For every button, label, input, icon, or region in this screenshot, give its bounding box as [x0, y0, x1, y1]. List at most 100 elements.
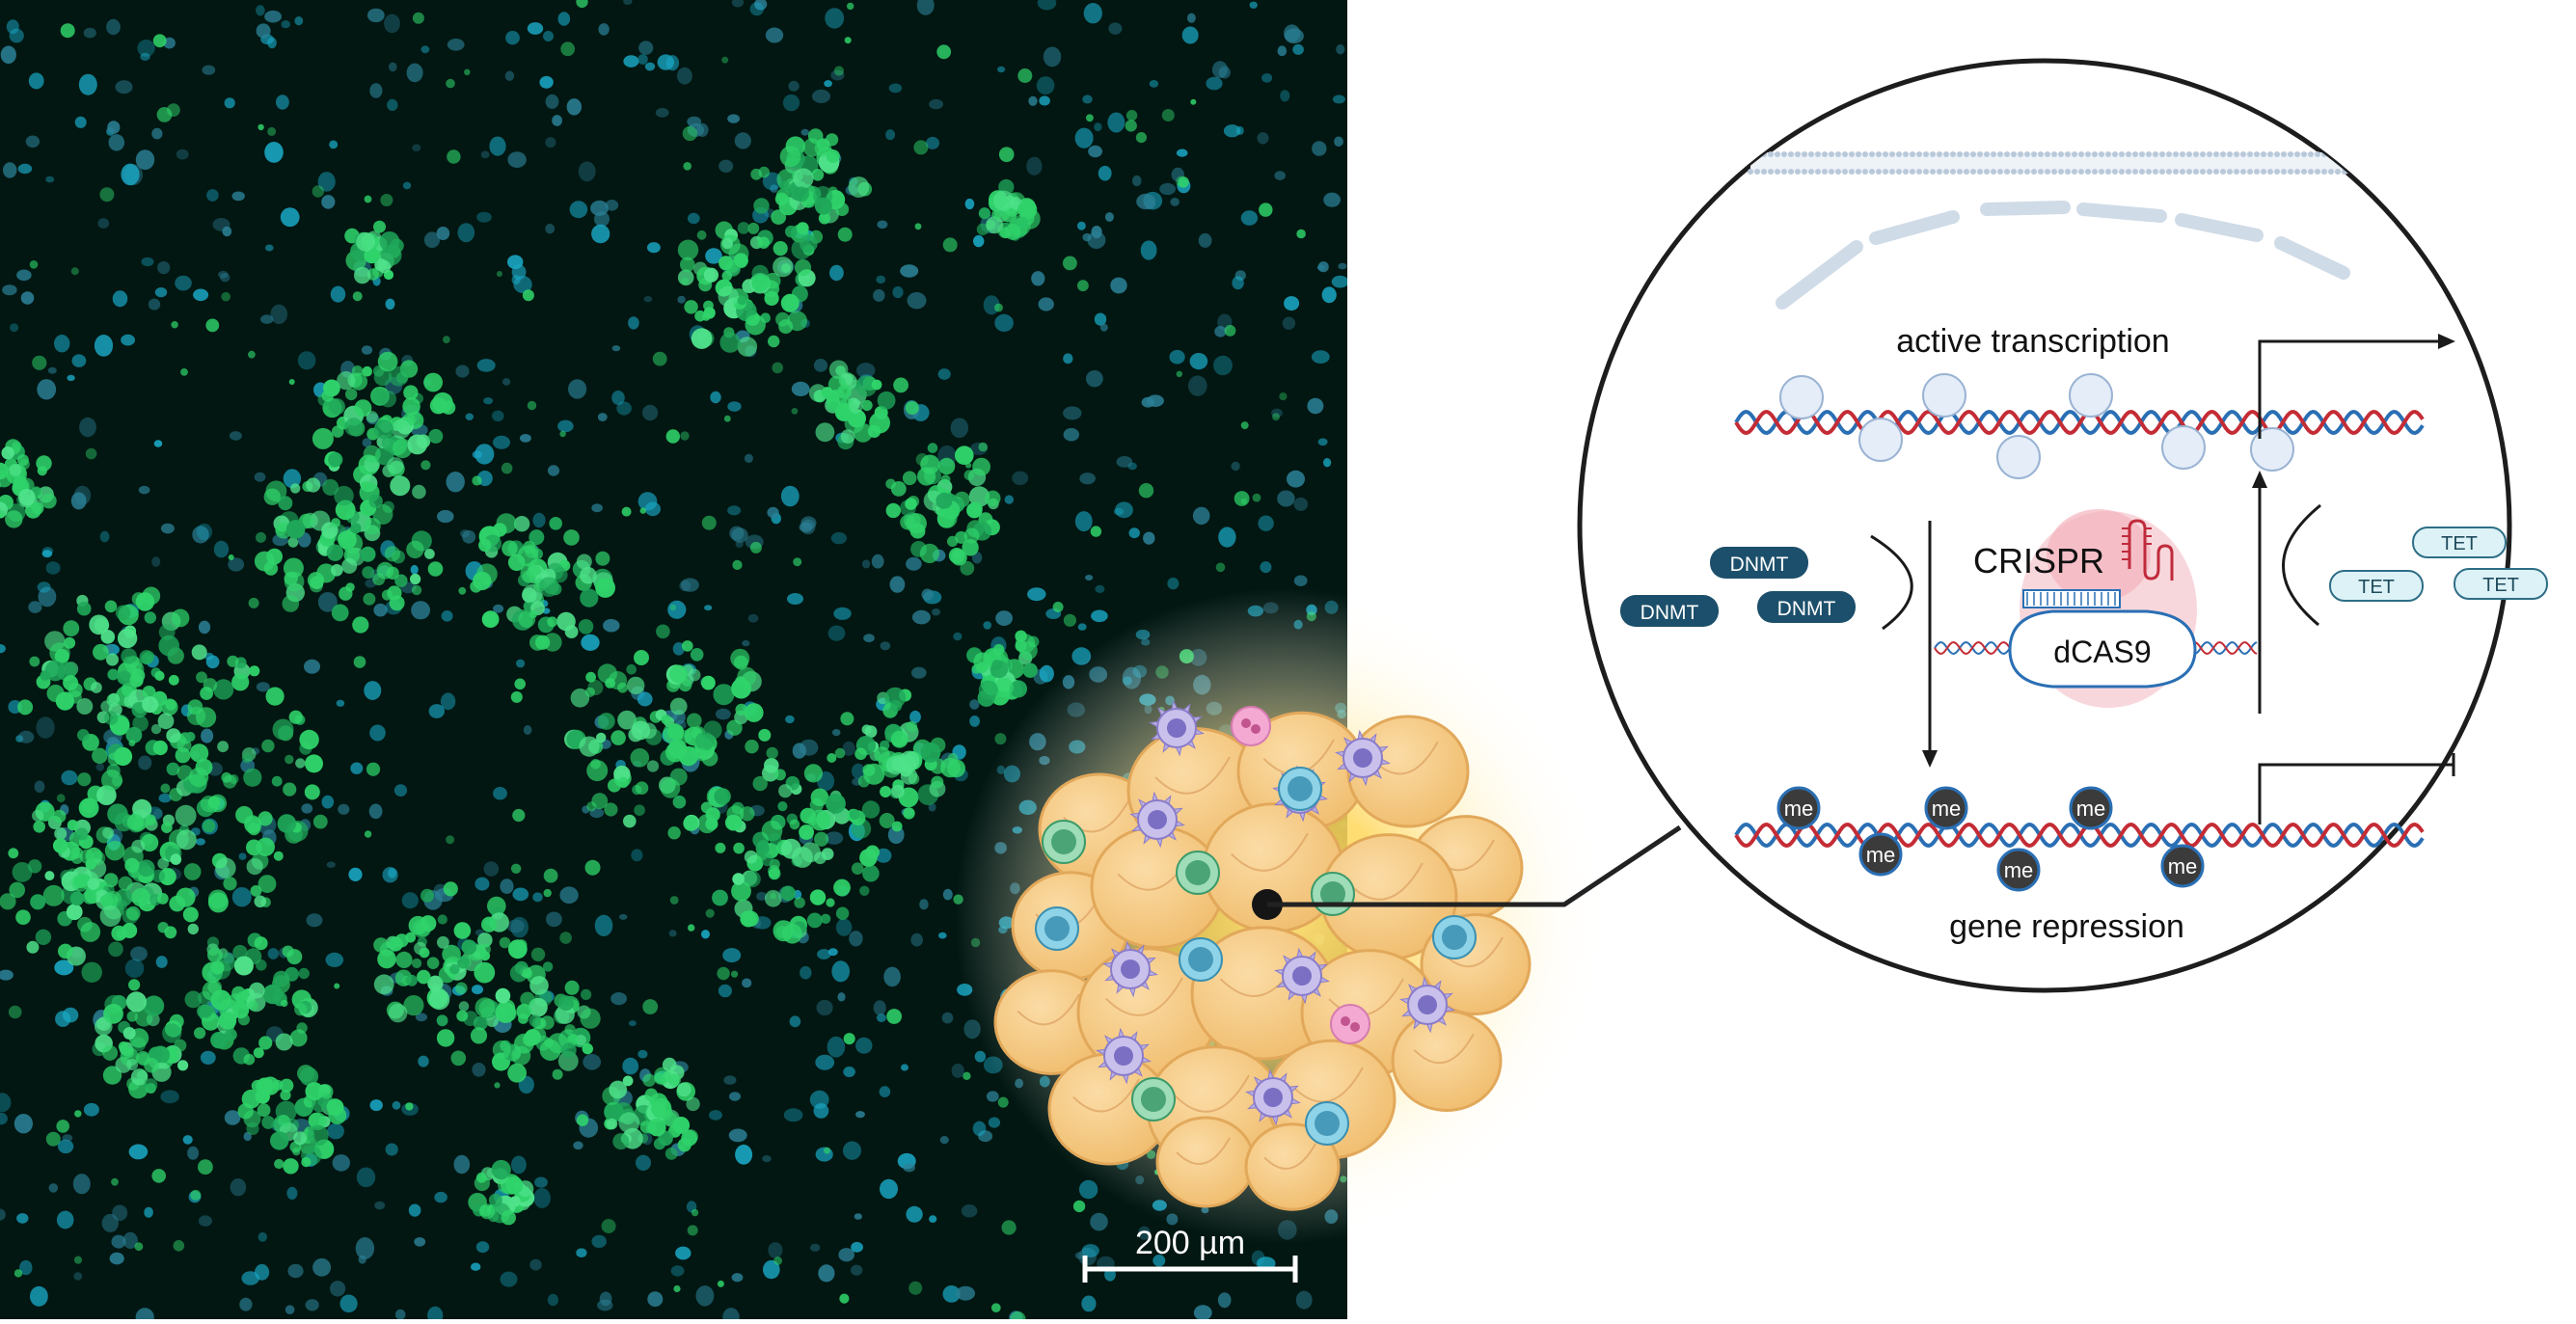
lipid-head — [2146, 151, 2152, 157]
lipid-head — [1849, 169, 1855, 175]
tet-label: TET — [2441, 533, 2478, 554]
lipid-cell — [576, 0, 588, 9]
lipid-cell — [796, 222, 809, 235]
lipid-cell — [81, 961, 102, 983]
lipid-cell — [199, 1004, 213, 1018]
nucleus — [516, 659, 526, 668]
nucleus — [809, 1090, 829, 1109]
lipid-cell — [196, 671, 207, 684]
lipid-cell — [960, 560, 975, 576]
lipid-head — [1781, 169, 1787, 175]
lipid-cell — [715, 842, 726, 853]
lipid-cell — [744, 703, 764, 722]
lipid-cell — [290, 483, 301, 494]
lipid-cell — [745, 740, 759, 754]
lipid-cell — [144, 1078, 158, 1093]
lipid-cell — [481, 610, 500, 629]
lipid-cell — [412, 12, 424, 24]
nucleus — [1039, 95, 1050, 106]
nucleosome — [1779, 375, 1824, 419]
lipid-head — [1795, 169, 1801, 175]
lipid-head — [1916, 169, 1922, 175]
nucleus — [408, 1203, 421, 1217]
lipid-cell — [312, 185, 324, 198]
lipid-cell — [669, 664, 689, 684]
lipid-cell — [522, 587, 537, 603]
lipid-cell — [78, 797, 99, 819]
lipid-cell — [978, 442, 989, 452]
nucleus — [742, 639, 750, 647]
lipid-cell — [1001, 1220, 1017, 1235]
lipid-cell — [579, 736, 600, 757]
nucleus — [695, 1285, 715, 1307]
lipid-cell — [289, 1029, 308, 1047]
lymphocyte — [1131, 1077, 1176, 1121]
nucleus — [910, 932, 923, 947]
nucleus — [1274, 171, 1286, 180]
lipid-cell — [366, 411, 378, 423]
neutrophil-body — [1231, 706, 1271, 746]
lipid-cell — [549, 517, 562, 530]
nucleus — [356, 1167, 376, 1188]
nucleus — [1094, 122, 1102, 132]
lipid-cell — [669, 604, 677, 611]
nucleus — [62, 1134, 73, 1142]
nucleus — [471, 1262, 481, 1271]
lipid-cell — [427, 561, 444, 577]
lipid-cell — [809, 809, 831, 831]
nucleus — [366, 8, 385, 23]
lipid-cell — [338, 530, 357, 550]
lipid-cell — [143, 995, 165, 1016]
lipid-cell — [104, 711, 119, 725]
nucleus — [1312, 141, 1327, 156]
lipid-head — [2173, 151, 2179, 157]
nucleus — [440, 692, 456, 711]
lipid-cell — [288, 710, 303, 724]
lymphocyte-nucleus — [1188, 947, 1213, 972]
lipid-head — [1991, 169, 1996, 175]
nucleus — [256, 682, 270, 692]
nucleus — [871, 554, 884, 569]
nucleus — [1085, 575, 1094, 581]
nucleus — [332, 1154, 350, 1172]
lipid-cell — [55, 691, 74, 711]
lipid-cell — [687, 1225, 698, 1236]
lipid-cell — [1125, 110, 1138, 122]
nucleus — [852, 763, 865, 779]
nucleus — [876, 1013, 886, 1022]
lipid-head — [2139, 151, 2145, 157]
lipid-cell — [864, 725, 878, 739]
lipid-cell — [388, 936, 403, 952]
nucleus — [591, 503, 603, 513]
nucleus — [0, 1208, 6, 1221]
nucleus — [462, 529, 476, 544]
nucleus — [1138, 1226, 1151, 1240]
nucleus — [414, 1237, 426, 1247]
lipid-cell — [249, 665, 260, 677]
lipid-cell — [125, 991, 147, 1013]
lipid-cell — [683, 816, 699, 831]
nucleus — [37, 581, 51, 593]
lipid-cell — [985, 490, 1001, 506]
nucleus — [312, 1257, 332, 1277]
lipid-cell — [799, 824, 814, 840]
lipid-cell — [292, 1148, 301, 1156]
macrophage — [1245, 1068, 1301, 1126]
lipid-cell — [840, 429, 855, 444]
nucleus — [731, 527, 748, 543]
lipid-cell — [207, 796, 221, 809]
nucleus — [687, 116, 702, 127]
lipid-head — [1788, 151, 1794, 157]
nucleus — [36, 716, 55, 739]
lipid-cell — [36, 455, 52, 472]
nucleus — [144, 1206, 153, 1218]
nucleus — [1295, 1290, 1313, 1310]
nucleus — [849, 931, 863, 947]
lipid-head — [1923, 169, 1929, 175]
lipid-cell — [128, 740, 136, 746]
adipocyte-membrane-line — [1072, 1078, 1140, 1113]
lipid-cell — [516, 1003, 532, 1019]
lipid-cell — [91, 682, 102, 693]
lipid-cell — [899, 750, 920, 771]
lipid-cell — [833, 878, 851, 897]
